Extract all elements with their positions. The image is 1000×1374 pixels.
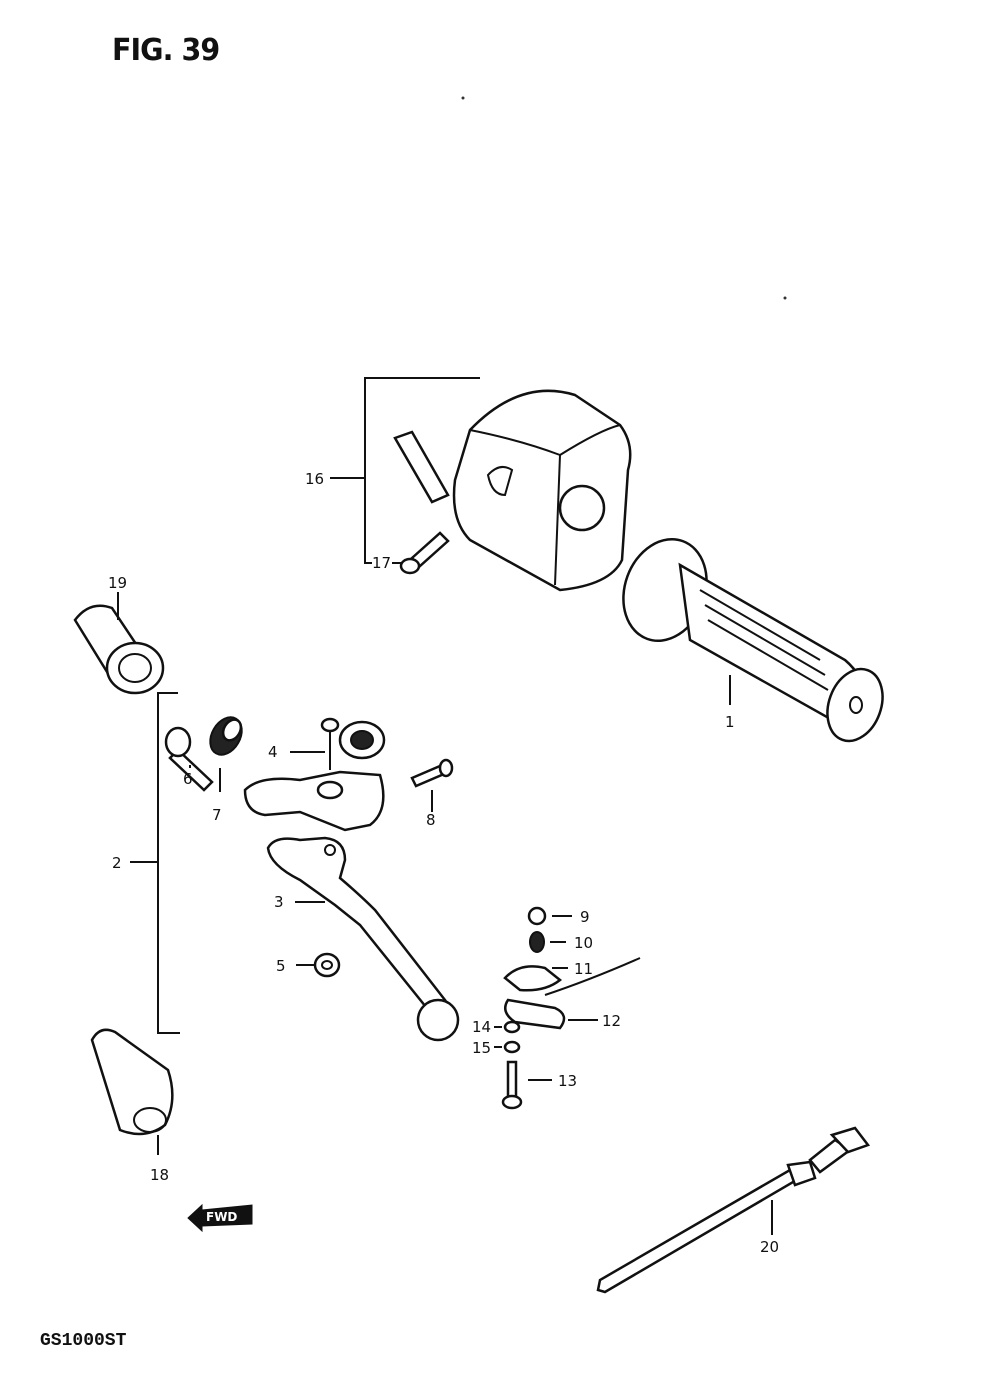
screw-8 — [410, 758, 454, 788]
callout-14: 14 — [472, 1018, 491, 1036]
switch-housing — [393, 389, 632, 592]
screw-17 — [399, 531, 450, 575]
callout-2: 2 — [112, 854, 122, 872]
model-code: GS1000ST — [40, 1331, 127, 1351]
switch-parts — [501, 906, 641, 1110]
callout-8: 8 — [426, 811, 436, 829]
callout-13: 13 — [558, 1072, 577, 1090]
callout-12: 12 — [602, 1012, 621, 1030]
callout-11: 11 — [574, 960, 593, 978]
callout-19: 19 — [108, 574, 127, 592]
fwd-label: FWD — [206, 1210, 237, 1224]
cable-boot-19 — [73, 604, 165, 695]
callout-5: 5 — [276, 957, 286, 975]
callout-1: 1 — [725, 713, 735, 731]
lever-cover-18 — [90, 1028, 174, 1136]
clutch-lever-3 — [266, 836, 460, 1042]
callout-9: 9 — [580, 908, 590, 926]
bolt-6 — [164, 726, 214, 792]
callout-7: 7 — [212, 806, 222, 824]
cable-tie-20 — [596, 1126, 871, 1294]
nut-5 — [313, 952, 341, 978]
callout-17: 17 — [372, 554, 391, 572]
callout-18: 18 — [150, 1166, 169, 1184]
callout-10: 10 — [574, 934, 593, 952]
callout-16: 16 — [305, 470, 324, 488]
callout-20: 20 — [760, 1238, 779, 1256]
callout-4: 4 — [268, 743, 278, 761]
handlebar-grip — [622, 538, 884, 743]
fwd-arrow-icon: FWD — [187, 1203, 253, 1233]
lever-holder — [243, 717, 386, 832]
callout-3: 3 — [274, 893, 284, 911]
nut-7 — [209, 716, 243, 756]
callout-6: 6 — [183, 770, 193, 788]
figure-label: FIG. 39 — [112, 33, 220, 68]
callout-15: 15 — [472, 1039, 491, 1057]
